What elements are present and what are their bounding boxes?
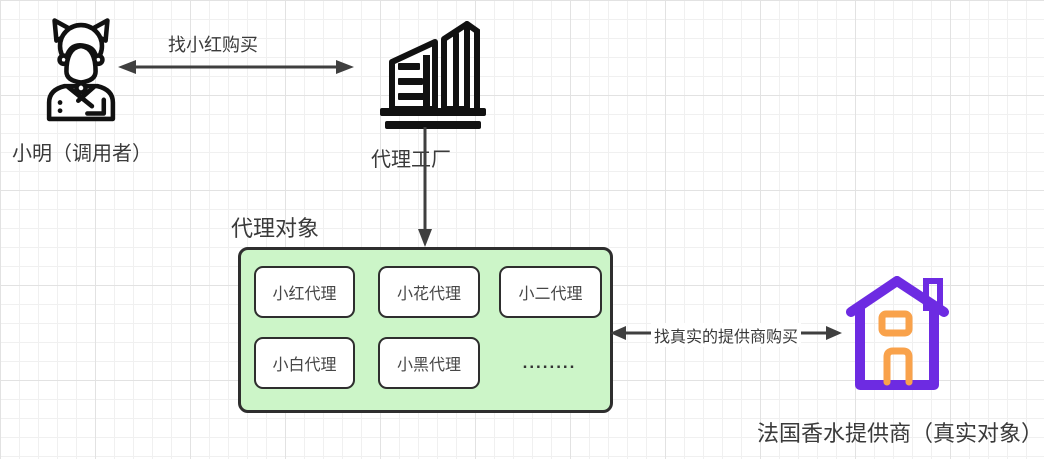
proxy-item-label: 小黑代理 — [396, 357, 461, 374]
caller-label: 小明（调用者） — [12, 143, 152, 165]
factory-label: 代理工厂 — [371, 149, 451, 171]
proxy-item: 小白代理 — [254, 337, 355, 389]
proxy-item: 小二代理 — [499, 266, 602, 318]
proxy-ellipsis: ........ — [522, 353, 577, 372]
proxy-item-label: 小白代理 — [272, 357, 337, 374]
proxy-item-label: 小花代理 — [396, 286, 461, 303]
provider-label: 法国香水提供商（真实对象） — [757, 421, 1044, 446]
person-icon — [46, 18, 116, 122]
arrow-caller-factory — [118, 60, 354, 74]
proxy-item: 小红代理 — [254, 266, 355, 318]
proxy-item: 小黑代理 — [378, 337, 480, 389]
proxy-item-label: 小红代理 — [272, 286, 337, 303]
proxy-group-box: 小红代理 小花代理 小二代理 小白代理 小黑代理 ........ — [238, 247, 613, 413]
arrow-factory-proxy — [418, 127, 432, 247]
building-icon — [380, 21, 486, 129]
proxy-item-label: 小二代理 — [518, 286, 583, 303]
proxy-item: 小花代理 — [378, 266, 480, 318]
edge-label-proxy-provider: 找真实的提供商购买 — [651, 323, 802, 347]
edge-label-caller-factory: 找小红购买 — [168, 35, 258, 55]
proxy-group-title: 代理对象 — [231, 216, 320, 241]
house-icon — [846, 276, 949, 390]
